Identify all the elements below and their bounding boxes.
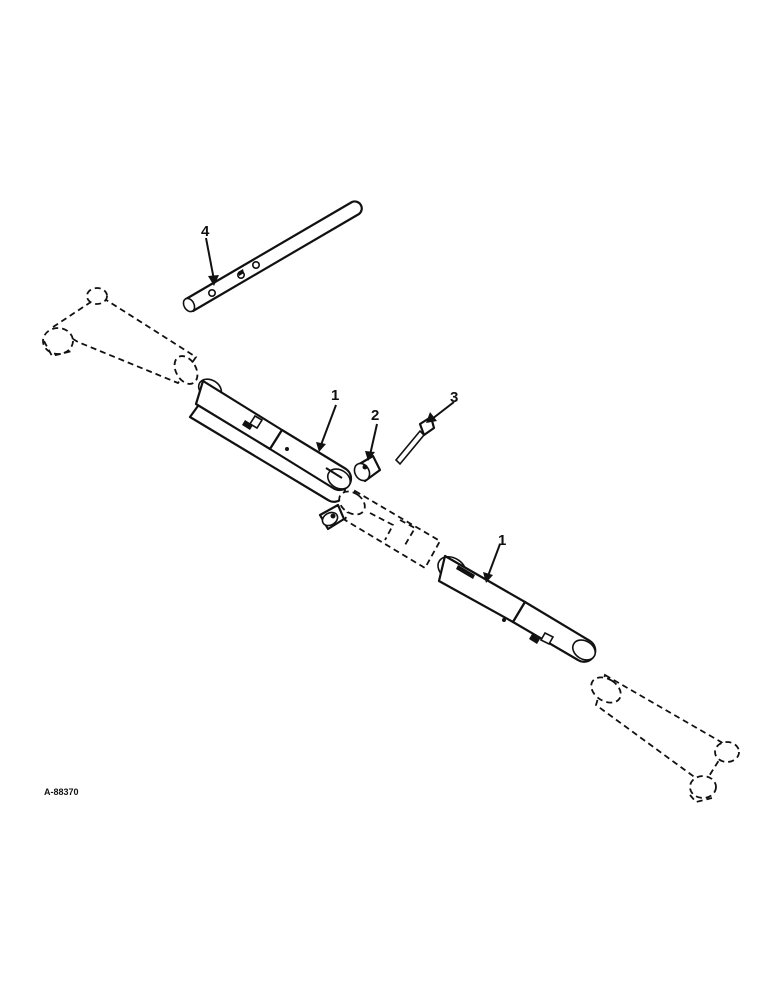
callout-2: 2: [371, 407, 379, 424]
tube-part-1-lower: [437, 554, 597, 663]
pin-part-3: [394, 415, 436, 466]
callout-3: 3: [450, 389, 458, 406]
shaft-part-4: [182, 200, 363, 313]
callout-1-lower: 1: [498, 532, 506, 549]
callout-1-upper: 1: [331, 387, 339, 404]
leader-arrows: [205, 237, 501, 583]
tube-part-1-upper: [188, 378, 353, 503]
phantom-arm-right: [590, 673, 740, 804]
washer-part-2: [318, 454, 382, 531]
reference-code: A-88370: [44, 787, 79, 797]
phantom-coupling-middle: [338, 489, 442, 570]
callout-4: 4: [201, 223, 210, 240]
phantom-arm-left: [42, 287, 199, 385]
